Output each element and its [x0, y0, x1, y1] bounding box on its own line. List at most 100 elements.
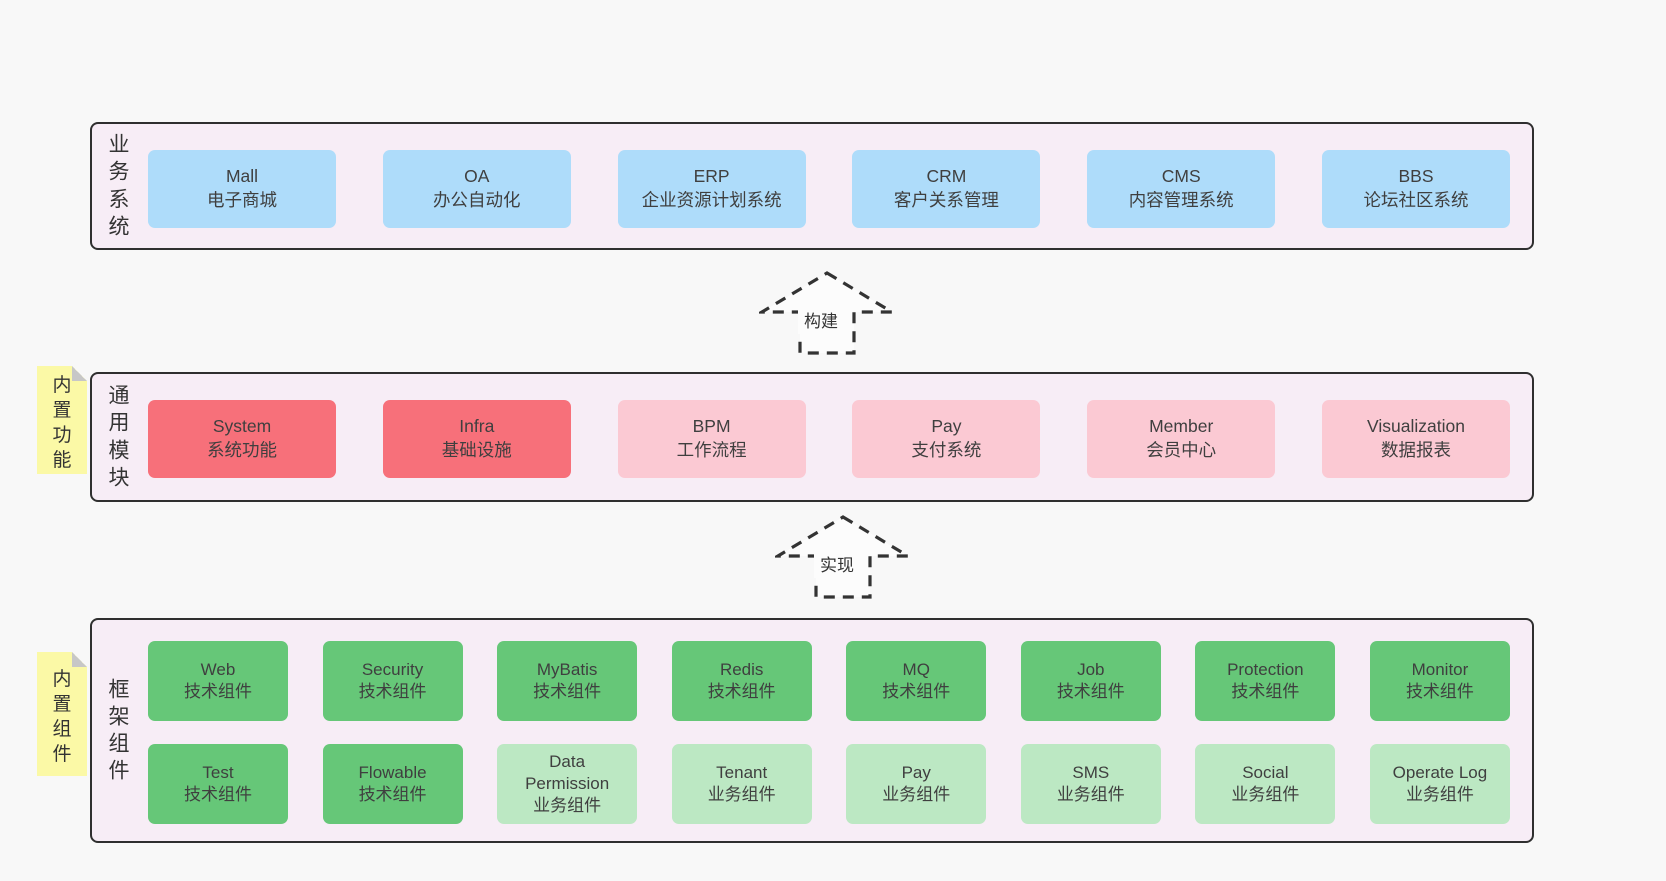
node-bbs: BBS 论坛社区系统 [1321, 150, 1510, 228]
node-desc: 论坛社区系统 [1363, 190, 1469, 210]
build-arrow: 构建 [759, 270, 895, 356]
node-pay: Pay 支付系统 [852, 400, 1041, 478]
node-name: Web [200, 659, 236, 679]
node-test: Test 技术组件 [148, 744, 288, 824]
node-name: Redis [719, 659, 764, 679]
node-job: Job 技术组件 [1020, 641, 1161, 721]
node-name: Pay [931, 416, 962, 437]
node-name: CRM [926, 166, 967, 187]
node-name: Operate Log [1392, 762, 1488, 782]
node-desc: 技术组件 [1056, 682, 1125, 701]
node-name: Visualization [1367, 416, 1465, 437]
sticky-label: 内置组件 [52, 668, 72, 766]
node-sms: SMS 业务组件 [1020, 744, 1161, 824]
node-name: ERP [693, 166, 730, 187]
node-name: Job [1077, 659, 1105, 679]
node-name: Infra [459, 416, 495, 437]
node-crm: CRM 客户关系管理 [852, 150, 1041, 228]
node-protection: Protection 技术组件 [1195, 641, 1336, 721]
node-desc: 内容管理系统 [1128, 190, 1234, 210]
node-mybatis: MyBatis 技术组件 [497, 641, 638, 721]
node-desc: 电子商城 [207, 190, 277, 210]
node-flowable: Flowable 技术组件 [322, 744, 463, 824]
node-name: Social [1242, 762, 1289, 782]
node-name: BBS [1398, 166, 1434, 187]
node-name: Test [202, 762, 234, 782]
node-desc: 系统功能 [207, 440, 277, 460]
node-desc: 会员中心 [1146, 440, 1217, 460]
node-desc: 基础设施 [441, 440, 512, 460]
modules-boxes-row: System 系统功能 Infra 基础设施 BPM 工作流程 Pay 支付系统… [148, 400, 1510, 478]
node-data-permission: Data Permission 业务组件 [497, 744, 638, 824]
framework-row-2: Test 技术组件 Flowable 技术组件 Data Permission … [148, 744, 1510, 824]
implement-arrow-label: 实现 [820, 556, 854, 575]
node-mall: Mall 电子商城 [148, 150, 336, 228]
node-security: Security 技术组件 [322, 641, 463, 721]
node-desc: 技术组件 [707, 682, 776, 701]
node-name: OA [464, 166, 490, 187]
node-operate-log: Operate Log 业务组件 [1369, 744, 1510, 824]
node-name: MyBatis [536, 659, 598, 679]
node-mq: MQ 技术组件 [846, 641, 987, 721]
node-name: Tenant [716, 762, 768, 782]
node-name: System [212, 416, 272, 437]
node-name: Flowable [358, 762, 427, 782]
node-name: CMS [1161, 166, 1201, 187]
node-desc: 技术组件 [533, 682, 602, 701]
node-name: Member [1149, 416, 1214, 437]
node-desc: 业务组件 [1231, 785, 1300, 804]
built-in-components-sticky: 内置组件 [37, 652, 87, 776]
node-member: Member 会员中心 [1087, 400, 1276, 478]
node-name: Security [361, 659, 424, 679]
implement-arrow: 实现 [775, 514, 911, 600]
node-name: Data Permission [525, 751, 610, 793]
business-layer-label: 业务系统 [108, 133, 130, 239]
node-desc: 业务组件 [533, 796, 602, 816]
business-boxes-row: Mall 电子商城 OA 办公自动化 ERP 企业资源计划系统 CRM 客户关系… [148, 150, 1510, 228]
node-bpm: BPM 工作流程 [617, 400, 806, 478]
node-desc: 技术组件 [184, 682, 252, 701]
common-modules-layer: 通用模块 System 系统功能 Infra 基础设施 BPM 工作流程 Pay… [90, 372, 1534, 502]
node-desc: 技术组件 [1405, 682, 1474, 701]
business-systems-layer: 业务系统 Mall 电子商城 OA 办公自动化 ERP 企业资源计划系统 CRM… [90, 122, 1534, 250]
node-monitor: Monitor 技术组件 [1369, 641, 1510, 721]
node-name: Pay [901, 762, 931, 782]
node-system: System 系统功能 [148, 400, 336, 478]
node-name: MQ [902, 659, 930, 679]
node-name: Protection [1227, 659, 1304, 679]
node-desc: 数据报表 [1380, 440, 1451, 460]
build-arrow-label: 构建 [804, 312, 838, 331]
built-in-features-sticky: 内置功能 [37, 366, 87, 474]
node-name: SMS [1072, 762, 1110, 782]
node-desc: 业务组件 [707, 785, 776, 804]
node-desc: 技术组件 [184, 785, 252, 804]
up-arrow-icon: 构建 [759, 271, 895, 355]
node-name: Mall [225, 166, 259, 187]
node-desc: 客户关系管理 [893, 190, 999, 210]
node-pay-biz: Pay 业务组件 [846, 744, 987, 824]
node-desc: 支付系统 [911, 440, 982, 460]
node-desc: 企业资源计划系统 [641, 190, 782, 210]
node-web: Web 技术组件 [148, 641, 288, 721]
node-cms: CMS 内容管理系统 [1087, 150, 1276, 228]
node-oa: OA 办公自动化 [382, 150, 571, 228]
node-infra: Infra 基础设施 [382, 400, 571, 478]
node-name: BPM [692, 416, 731, 437]
modules-layer-label: 通用模块 [108, 384, 130, 490]
node-desc: 工作流程 [676, 440, 747, 460]
node-visualization: Visualization 数据报表 [1321, 400, 1510, 478]
framework-layer-label: 框架组件 [108, 677, 130, 783]
node-tenant: Tenant 业务组件 [671, 744, 812, 824]
node-name: Monitor [1411, 659, 1469, 679]
up-arrow-icon: 实现 [775, 515, 911, 599]
node-desc: 技术组件 [358, 785, 427, 804]
node-desc: 技术组件 [882, 682, 951, 701]
node-redis: Redis 技术组件 [671, 641, 812, 721]
node-desc: 业务组件 [882, 785, 951, 804]
node-desc: 办公自动化 [433, 190, 521, 210]
node-social: Social 业务组件 [1195, 744, 1336, 824]
node-desc: 技术组件 [1231, 682, 1300, 701]
framework-row-1: Web 技术组件 Security 技术组件 MyBatis 技术组件 Redi… [148, 641, 1510, 721]
node-erp: ERP 企业资源计划系统 [617, 150, 806, 228]
